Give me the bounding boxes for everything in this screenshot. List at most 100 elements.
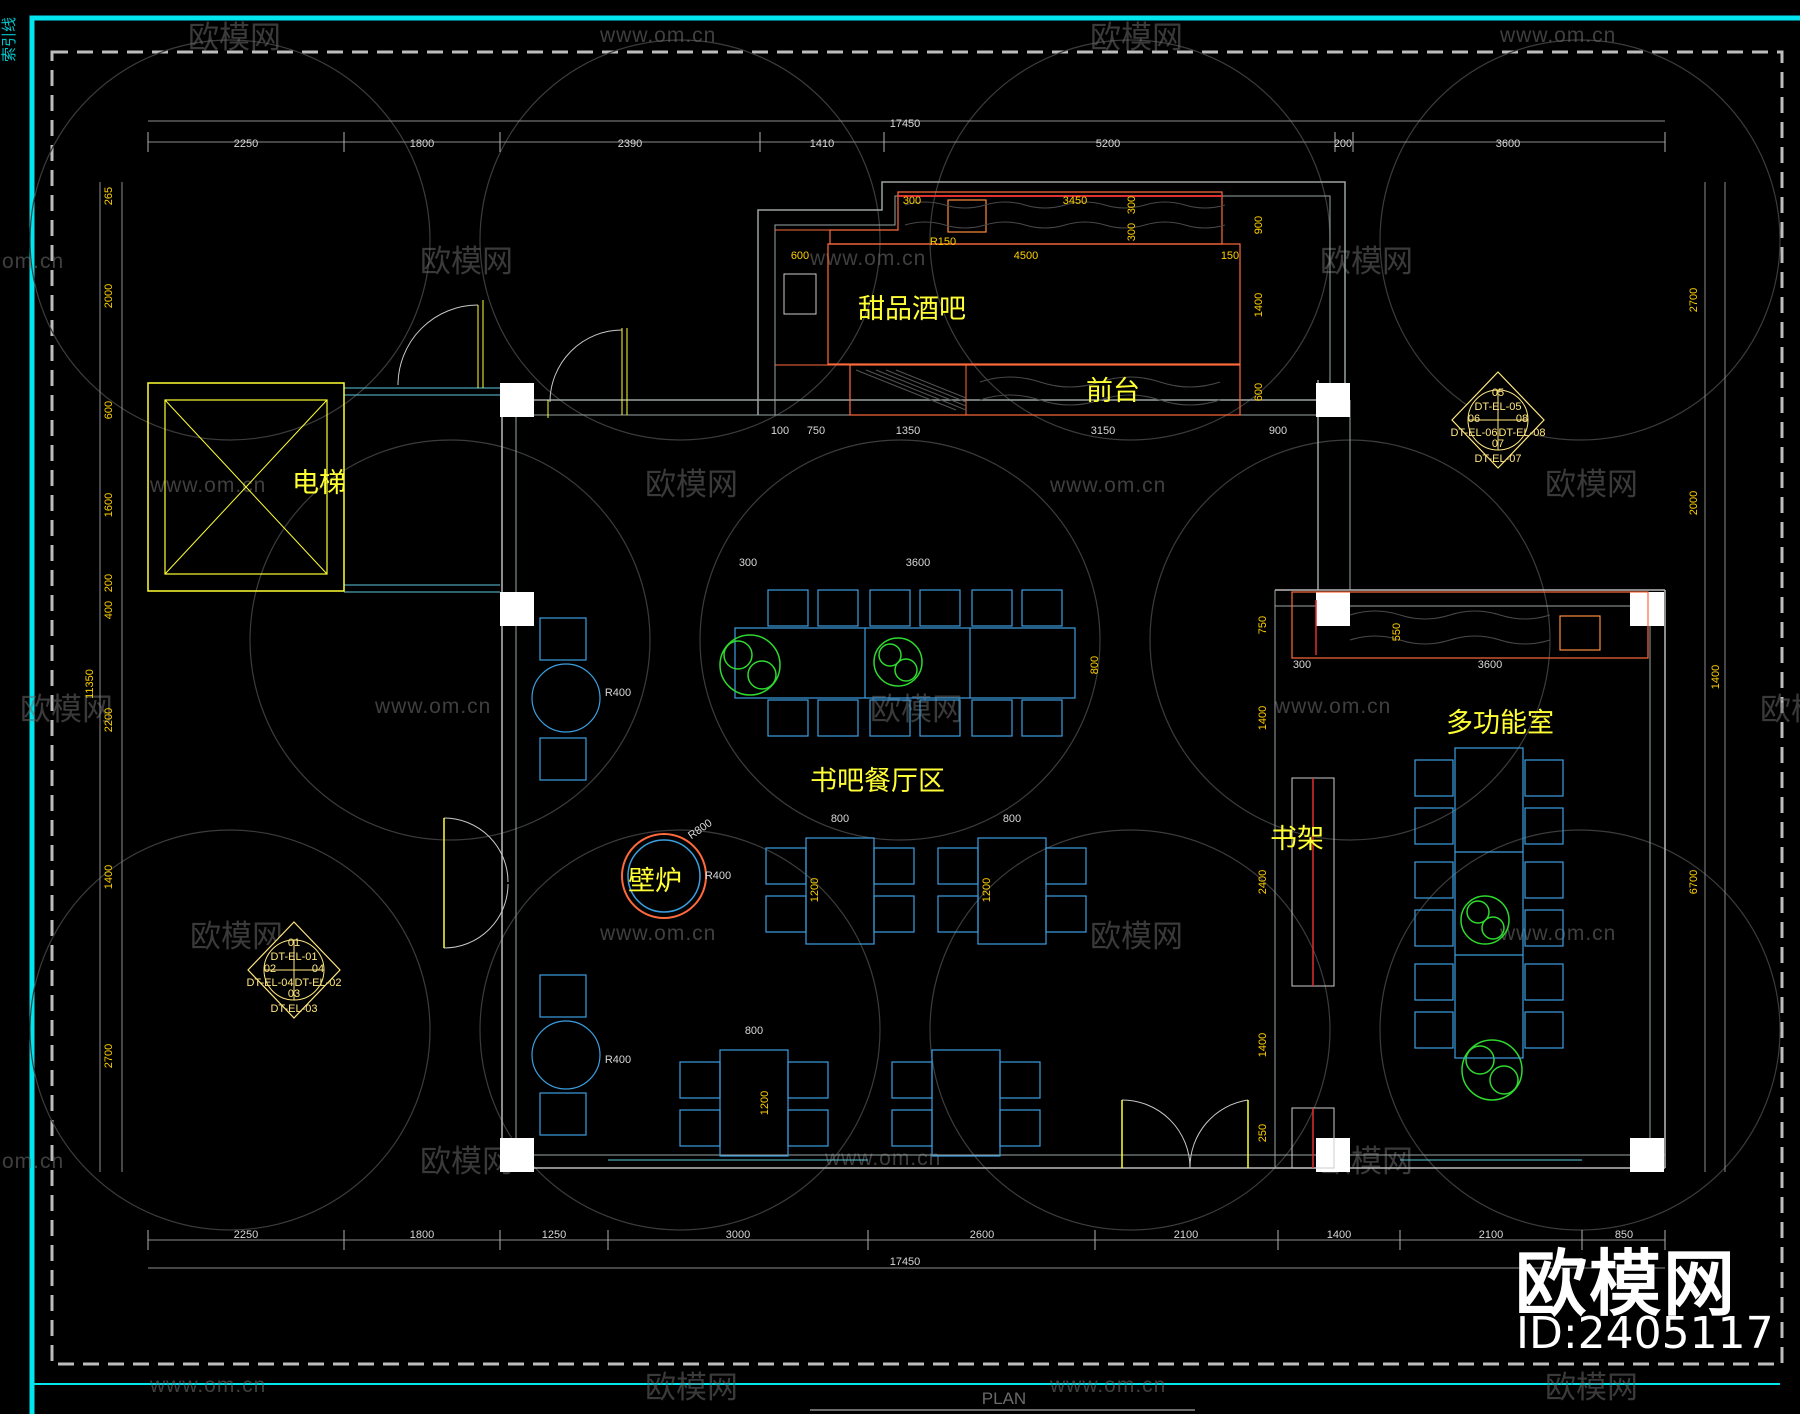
watermark-url: om.cn xyxy=(2,250,64,273)
tag-text: DT-EL-06 xyxy=(1450,427,1497,439)
doors xyxy=(397,300,1249,1169)
dim-text: 17450 xyxy=(890,1256,921,1268)
room-label-dining: 书吧餐厅区 xyxy=(810,766,945,797)
dim-text: 400 xyxy=(103,601,115,619)
watermark-url: www.om.cn xyxy=(599,922,716,945)
watermark-text: 欧模网 xyxy=(20,692,113,728)
conference-table xyxy=(1414,747,1564,1059)
small-tables xyxy=(679,837,1087,1157)
tag-text: DT-EL-08 xyxy=(1498,427,1545,439)
room-label-fireplace: 壁炉 xyxy=(628,866,682,897)
dim-text: 2390 xyxy=(618,138,642,150)
watermark-text: 欧模网 xyxy=(420,244,513,280)
dim-text: R400 xyxy=(705,870,731,882)
dim-text: 1200 xyxy=(809,878,821,902)
room-label-dessert-bar: 甜品酒吧 xyxy=(858,294,966,325)
dim-text: 2100 xyxy=(1174,1229,1198,1241)
dim-text: 1400 xyxy=(1327,1229,1351,1241)
dim-text: 1400 xyxy=(1710,665,1722,689)
watermark-text: 欧模网 xyxy=(420,1144,513,1180)
dim-text: 6700 xyxy=(1688,870,1700,894)
elevator xyxy=(147,382,345,592)
watermark-text: 欧模网 xyxy=(1760,692,1800,728)
dim-text: 300 xyxy=(903,195,921,207)
dim-text: 2700 xyxy=(103,1044,115,1068)
plan-label: PLAN xyxy=(982,1389,1026,1408)
bar-dimensions: 300 3450 300 300 R150 600 4500 150 900 1… xyxy=(771,195,1287,437)
dim-text: 150 xyxy=(1221,250,1239,262)
tag-text: DT-EL-01 xyxy=(270,951,317,963)
room-label-reception: 前台 xyxy=(1086,376,1140,407)
tag-text: 06 xyxy=(1468,413,1480,425)
dim-text: 600 xyxy=(1253,383,1265,401)
watermark-url: www.om.cn xyxy=(809,247,926,270)
dim-text: 800 xyxy=(1089,656,1101,674)
room-label-bookshelf: 书架 xyxy=(1270,824,1324,855)
watermark-url: www.om.cn xyxy=(599,24,716,47)
watermark-url: www.om.cn xyxy=(1049,1374,1166,1397)
small-table-dimensions: 800 1200 800 1200 800 1200 xyxy=(745,813,1021,1115)
fireplace xyxy=(621,833,707,919)
bottom-dimensions: 2250 1800 1250 3000 2600 2100 1400 2100 … xyxy=(234,1229,1633,1268)
bookshelf xyxy=(1291,777,1335,1169)
dim-text: 300 xyxy=(1126,223,1138,241)
dim-text: 2000 xyxy=(103,284,115,308)
dim-text: 2000 xyxy=(1688,491,1700,515)
watermark-text: 欧模网 xyxy=(1320,244,1413,280)
brand-logo-text: 欧模网 xyxy=(1515,1242,1738,1326)
dim-text: 800 xyxy=(831,813,849,825)
watermark-text: 欧模网 xyxy=(645,1370,738,1406)
round-table-dimensions: R400 R400 xyxy=(605,687,631,1066)
dim-text: 2250 xyxy=(234,1229,258,1241)
dim-text: 300 xyxy=(1293,659,1311,671)
dim-text: 900 xyxy=(1269,425,1287,437)
dim-text: 3150 xyxy=(1091,425,1115,437)
watermark-url: www.om.cn xyxy=(149,1374,266,1397)
dim-text: 4500 xyxy=(1014,250,1038,262)
watermark-url: www.om.cn xyxy=(374,695,491,718)
dim-text: R800 xyxy=(686,817,714,842)
watermark-circles xyxy=(29,39,1781,1231)
dim-text: R400 xyxy=(605,1054,631,1066)
tag-text: DT-EL-04 xyxy=(246,977,293,989)
watermark-url: www.om.cn xyxy=(1499,24,1616,47)
multi-room-counter xyxy=(1291,591,1649,659)
watermark-text: 欧模网 xyxy=(1545,467,1638,503)
dim-text: R150 xyxy=(930,236,956,248)
multi-room-dimensions: 750 550 300 3600 1400 2400 1400 250 xyxy=(1257,616,1502,1142)
tag-text: 04 xyxy=(312,963,324,975)
room-label-elevator: 电梯 xyxy=(292,468,346,499)
brand-id: ID:2405117 xyxy=(1516,1308,1774,1359)
room-label-multi-room: 多功能室 xyxy=(1446,708,1554,739)
dim-text: 3600 xyxy=(1478,659,1502,671)
dim-text: 1600 xyxy=(103,493,115,517)
watermark-url: www.om.cn xyxy=(1049,474,1166,497)
dim-text: 1400 xyxy=(103,865,115,889)
dim-text: 3600 xyxy=(906,557,930,569)
left-dimensions: 265 2000 600 1600 200 400 11350 2200 140… xyxy=(84,187,115,1068)
dimension-lines xyxy=(99,120,1726,1269)
dessert-bar-counter xyxy=(775,191,1241,416)
dim-text: 800 xyxy=(1003,813,1021,825)
dim-text: 100 xyxy=(771,425,789,437)
dim-text: 2400 xyxy=(1257,870,1269,894)
tag-text: 05 xyxy=(1492,387,1504,399)
side-label: 索引线 xyxy=(0,17,18,62)
outer-frame xyxy=(29,15,1800,1414)
dim-text: R400 xyxy=(605,687,631,699)
plant-icon xyxy=(719,634,1523,1101)
watermark-url: om.cn xyxy=(2,1150,64,1173)
dim-text: 250 xyxy=(1257,1124,1269,1142)
dim-text: 2700 xyxy=(1688,288,1700,312)
tag-text: 01 xyxy=(288,937,300,949)
dim-text: 1400 xyxy=(1253,293,1265,317)
dim-text: 2250 xyxy=(234,138,258,150)
dim-text: 3600 xyxy=(1496,138,1520,150)
right-dimensions: 2700 2000 1400 6700 xyxy=(1688,288,1722,894)
dim-text: 600 xyxy=(103,401,115,419)
dim-text: 3000 xyxy=(726,1229,750,1241)
dim-text: 1350 xyxy=(896,425,920,437)
dim-text: 600 xyxy=(791,250,809,262)
dim-text: 11350 xyxy=(84,669,96,699)
walls xyxy=(344,181,1666,1169)
